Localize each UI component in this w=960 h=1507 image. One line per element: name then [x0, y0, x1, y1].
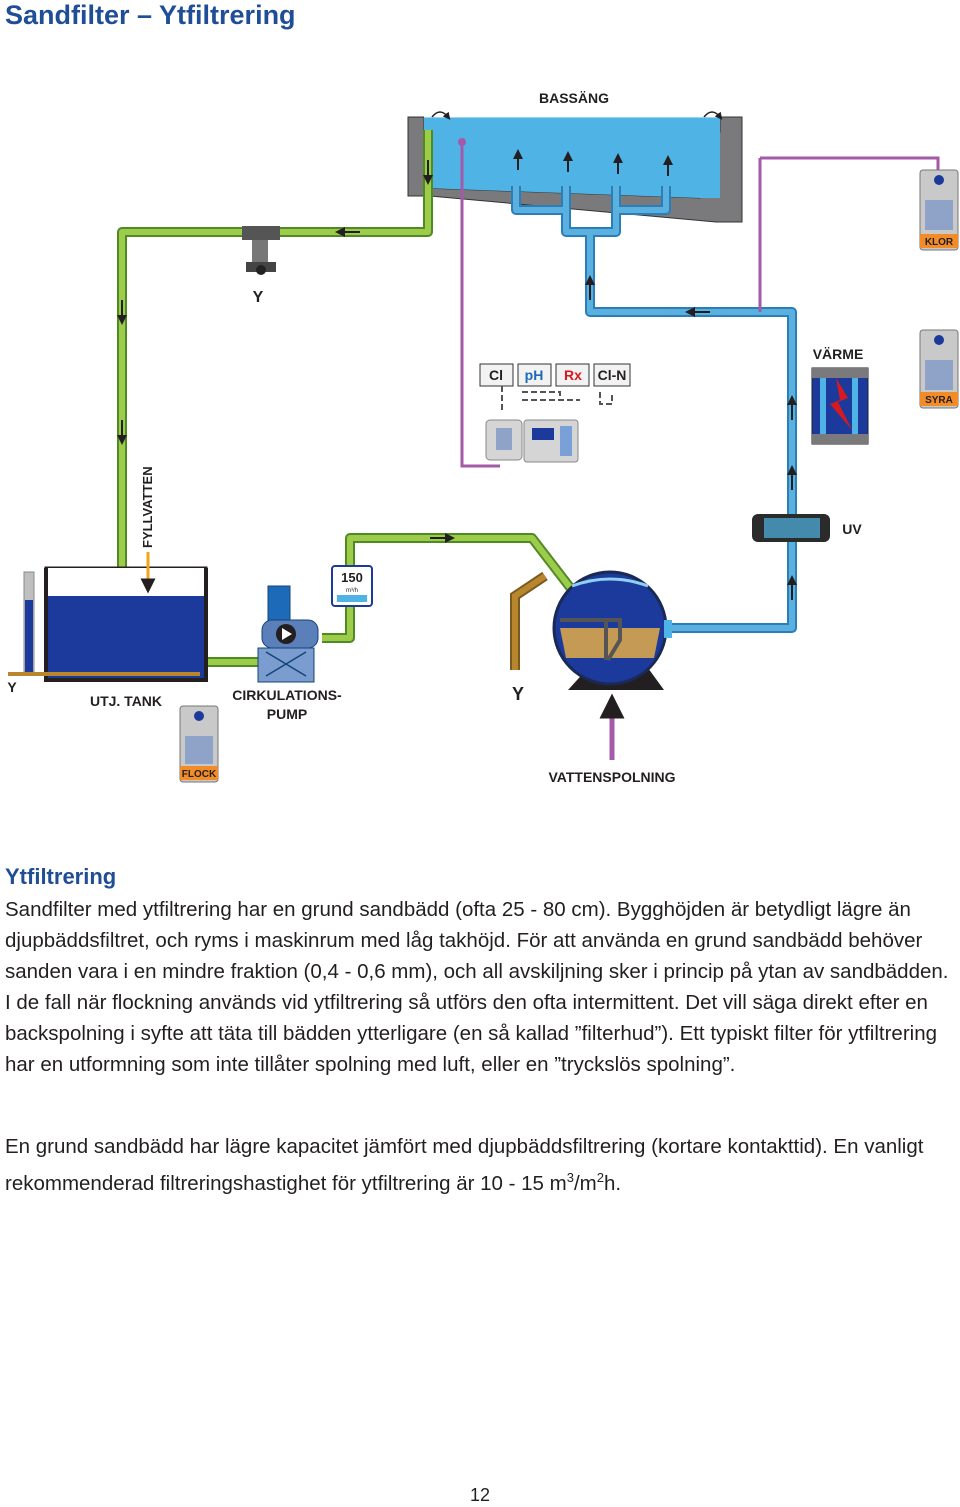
sample-line: [460, 142, 500, 468]
supply-pipe-inner: [513, 186, 795, 631]
paragraph-2: En grund sandbädd har lägre kapacitet jä…: [5, 1131, 955, 1199]
acid-label: SYRA: [925, 395, 953, 406]
buffer-tank: Y UTJ. TANK FYLLVATTEN: [7, 466, 208, 709]
sensor-rx-label: Rx: [564, 367, 582, 383]
sensor-panel: Cl pH Rx Cl-N: [479, 363, 631, 463]
sensor-ph-label: pH: [525, 367, 544, 383]
heat-label: VÄRME: [813, 346, 864, 362]
square-superscript: 2: [596, 1170, 604, 1185]
drain-valve: Y: [242, 226, 280, 306]
chlorine-line: [760, 156, 940, 176]
chlorine-label: KLOR: [925, 237, 954, 248]
pool-filtration-diagram: BASSÄNG Y Y: [7, 90, 959, 785]
page-title: Sandfilter – Ytfiltrering: [5, 0, 296, 30]
svg-text:Y: Y: [253, 289, 264, 306]
pump-label-line2: PUMP: [267, 706, 307, 722]
circulation-pump: CIRKULATIONS- PUMP: [232, 585, 342, 722]
cubic-superscript: 3: [566, 1170, 574, 1185]
flock-label: FLOCK: [182, 769, 217, 780]
backwash-label: VATTENSPOLNING: [548, 769, 675, 785]
page-number: 12: [469, 1485, 491, 1505]
paragraph-2-mid: /m: [573, 1171, 597, 1195]
flow-meter: 150 m³/h: [331, 565, 373, 607]
drain-icon: Y: [512, 684, 524, 704]
paragraph-1: Sandfilter med ytfiltrering har en grund…: [5, 898, 949, 1076]
chlorine-tank: KLOR: [919, 169, 959, 251]
pump-label-line1: CIRKULATIONS-: [232, 687, 342, 703]
buffer-tank-label: UTJ. TANK: [90, 693, 162, 709]
pool: BASSÄNG: [407, 90, 743, 223]
supply-pipe: [511, 186, 797, 633]
fill-water-label: FYLLVATTEN: [140, 466, 155, 548]
acid-tank: SYRA: [919, 329, 959, 409]
paragraph-2-text: En grund sandbädd har lägre kapacitet jä…: [5, 1135, 924, 1195]
paragraph-2-end: h.: [603, 1171, 622, 1195]
backwash-inlet: VATTENSPOLNING: [548, 693, 676, 785]
flock-tank: FLOCK: [179, 705, 219, 783]
svg-text:Y: Y: [7, 679, 17, 695]
pool-label: BASSÄNG: [539, 90, 609, 106]
sand-filter: [552, 570, 672, 690]
flow-meter-value: 150: [341, 570, 363, 585]
flow-meter-unit: m³/h: [346, 588, 358, 594]
sensor-cl-label: Cl: [489, 367, 503, 383]
uv-label: UV: [842, 521, 862, 537]
uv-unit: UV: [752, 514, 862, 542]
heat-exchanger: VÄRME: [811, 346, 869, 445]
section-heading: Ytfiltrering: [5, 864, 117, 889]
sensor-cln-label: Cl-N: [598, 367, 627, 383]
